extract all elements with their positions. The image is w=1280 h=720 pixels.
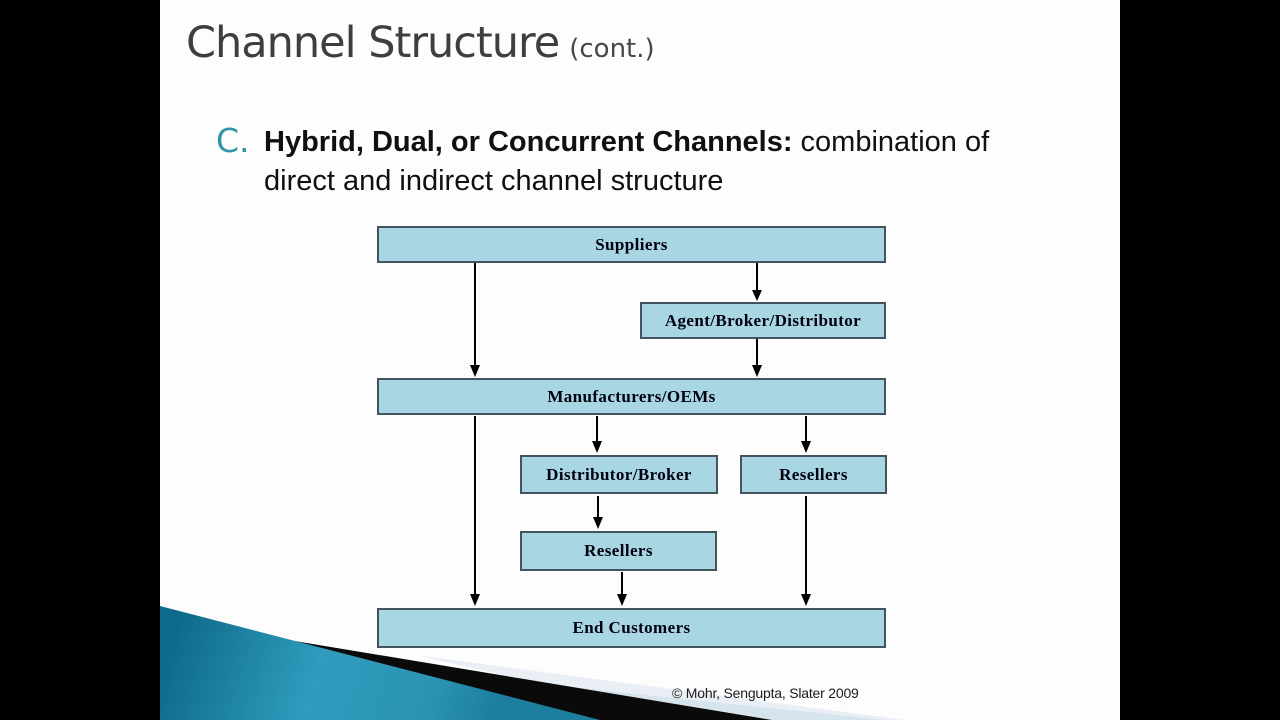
slide-title: Channel Structure (cont.) <box>186 18 655 68</box>
arrow-suppliers-to-manufacturers <box>470 263 480 377</box>
bullet-marker: C. <box>216 121 250 160</box>
node-suppliers: Suppliers <box>377 226 886 263</box>
arrow-agent-to-manufacturers <box>752 339 762 377</box>
node-distributor-broker: Distributor/Broker <box>520 455 718 494</box>
arrow-manufacturers-to-distributor <box>592 416 602 453</box>
arrow-resellers-right-to-end-customers <box>801 496 811 606</box>
arrow-distributor-to-resellers-mid <box>593 496 603 529</box>
bullet-line-1-rest: combination of <box>792 126 990 158</box>
node-manufacturers-oems: Manufacturers/OEMs <box>377 378 886 415</box>
bullet-line-1-bold: Hybrid, Dual, or Concurrent Channels: <box>264 126 793 158</box>
bullet-line-2: direct and indirect channel structure <box>264 165 724 197</box>
copyright-text: © Mohr, Sengupta, Slater 2009 <box>672 685 859 701</box>
letterbox-left <box>0 0 160 720</box>
bullet-text: Hybrid, Dual, or Concurrent Channels: co… <box>264 123 1120 201</box>
arrow-resellers-mid-to-end-customers <box>617 572 627 606</box>
title-text: Channel Structure <box>186 18 560 68</box>
arrow-manufacturers-to-end-customers <box>470 416 480 606</box>
node-resellers-mid: Resellers <box>520 531 717 571</box>
title-suffix: (cont.) <box>569 34 655 64</box>
slide: Channel Structure (cont.) C. Hybrid, Dual… <box>160 0 1120 720</box>
node-end-customers: End Customers <box>377 608 886 648</box>
node-agent-broker-distributor: Agent/Broker/Distributor <box>640 302 886 339</box>
letterbox-right <box>1120 0 1280 720</box>
arrow-manufacturers-to-resellers-right <box>801 416 811 453</box>
node-resellers-right: Resellers <box>740 455 887 494</box>
arrow-suppliers-to-agent <box>752 263 762 301</box>
bullet-line-1: Hybrid, Dual, or Concurrent Channels: co… <box>264 123 1120 162</box>
